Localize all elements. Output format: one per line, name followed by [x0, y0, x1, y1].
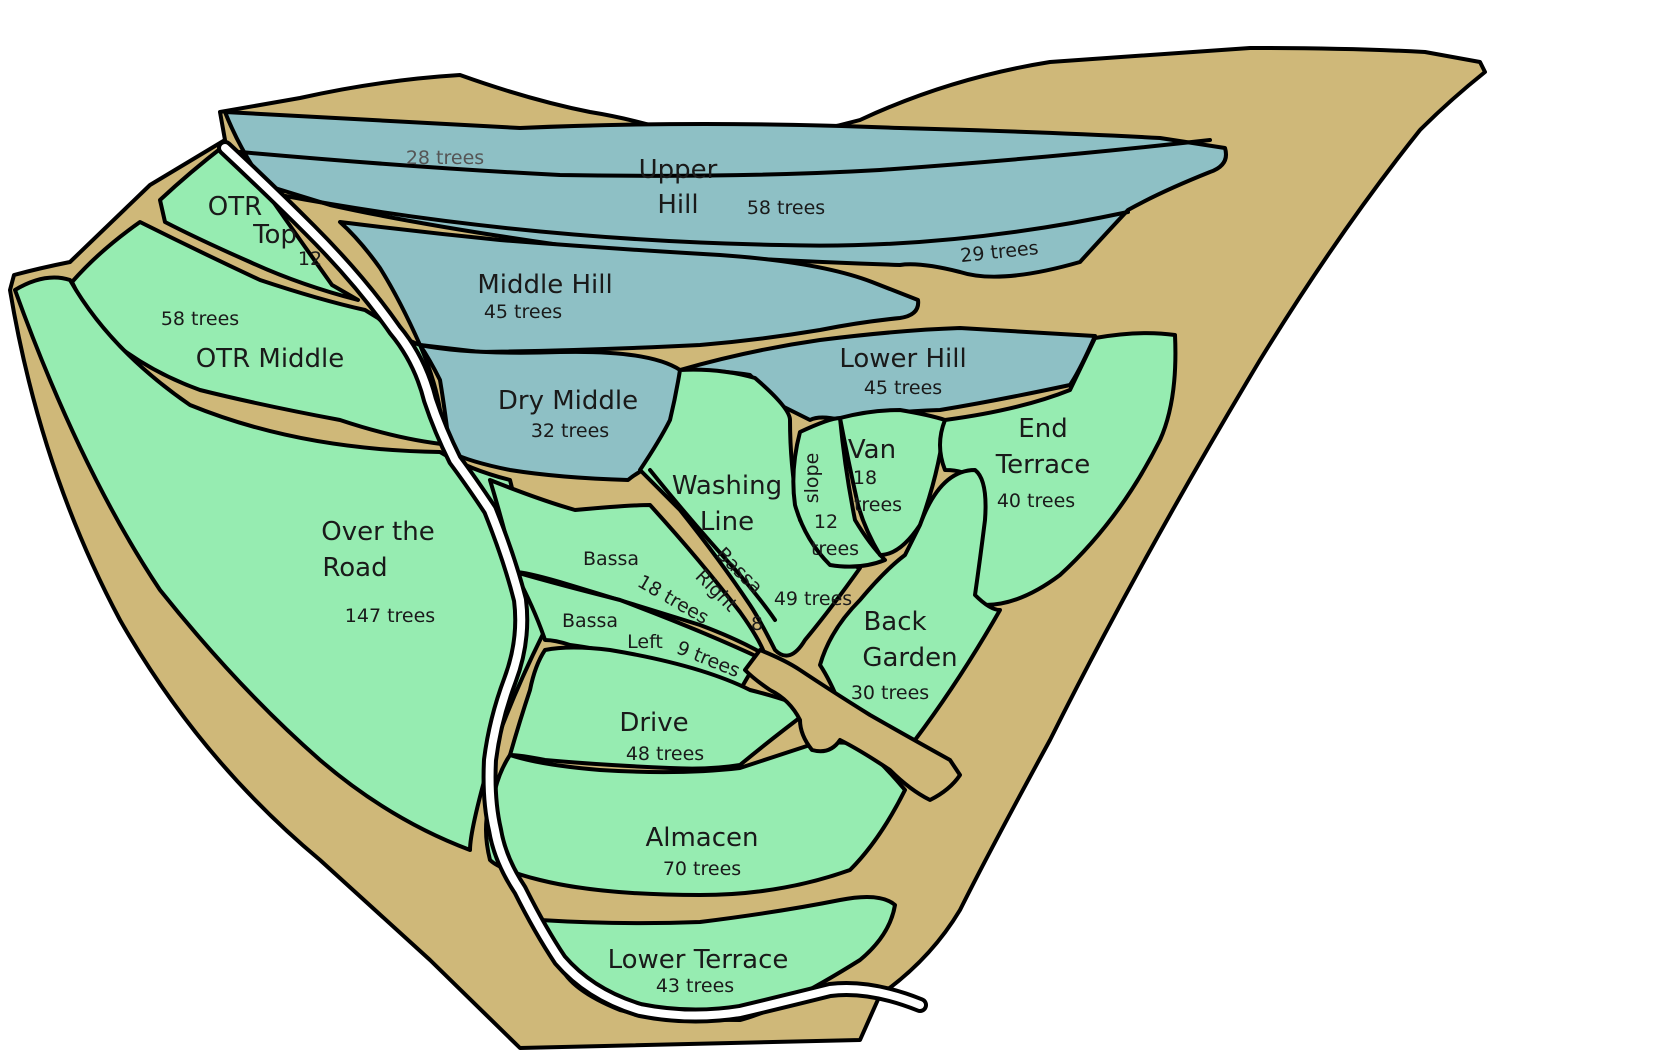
back-garden-name-1: Back: [863, 607, 926, 637]
zone-washing-line[interactable]: [638, 367, 862, 658]
end-terrace-name-2: Terrace: [995, 450, 1091, 480]
van-name: Van: [848, 435, 896, 465]
otr-top-trees: 12: [298, 248, 322, 270]
upper-hill-divider: [238, 138, 1212, 178]
over-the-road-name-1: Over the: [321, 517, 434, 547]
upper-hill-name-1: Upper: [639, 155, 718, 185]
zone-drive[interactable]: [508, 645, 812, 771]
almacen-trees: 70 trees: [663, 858, 741, 880]
otr-top-name-1: OTR: [208, 192, 262, 222]
zone-dry-middle[interactable]: [418, 343, 682, 482]
zone-over-the-road[interactable]: [13, 275, 547, 852]
ground-path: [743, 648, 962, 802]
lower-hill-name: Lower Hill: [839, 344, 966, 374]
back-garden-name-2: Garden: [862, 643, 957, 673]
over-the-road-name-2: Road: [322, 553, 387, 583]
slope-trees-1: 12: [814, 511, 838, 533]
slope-name: slope: [801, 453, 823, 504]
zone-back-garden[interactable]: [818, 468, 1002, 742]
back-garden-trees: 30 trees: [851, 682, 929, 704]
bassa-left-name-1: Bassa: [562, 610, 618, 632]
drive-name: Drive: [619, 708, 688, 738]
middle-hill-name: Middle Hill: [477, 270, 612, 300]
van-trees-2: trees: [854, 494, 902, 516]
end-terrace-name-1: End: [1018, 414, 1067, 444]
dry-middle-trees: 32 trees: [531, 420, 609, 442]
otr-middle-trees: 58 trees: [161, 308, 239, 330]
otr-middle-name: OTR Middle: [196, 344, 345, 374]
bassa-name: Bassa: [583, 548, 639, 570]
upper-hill-extra-label-1: 28 trees: [406, 147, 484, 169]
road-surface: [221, 144, 924, 1020]
washing-line-name-2: Line: [700, 507, 754, 537]
zone-middle-hill[interactable]: [338, 220, 921, 354]
middle-hill-trees: 45 trees: [484, 301, 562, 323]
zone-otr-top[interactable]: [158, 143, 360, 302]
bassa-divider: [648, 468, 777, 622]
upper-hill-name-2: Hill: [657, 190, 698, 220]
lower-hill-trees: 45 trees: [864, 377, 942, 399]
slope-trees-2: trees: [811, 538, 859, 560]
otr-top-name-2: Top: [252, 220, 297, 250]
bassa-right-trees: 8: [751, 613, 763, 635]
end-terrace-trees: 40 trees: [997, 490, 1075, 512]
upper-hill-divider-2: [278, 193, 1130, 248]
over-the-road-trees: 147 trees: [345, 605, 435, 627]
dry-middle-name: Dry Middle: [498, 386, 638, 416]
washing-line-trees: 49 trees: [774, 588, 852, 610]
van-trees-1: 18: [853, 467, 877, 489]
bassa-left-name-2: Left: [627, 631, 663, 653]
zone-almacen[interactable]: [484, 740, 907, 897]
almacen-name: Almacen: [645, 823, 758, 853]
drive-trees: 48 trees: [626, 743, 704, 765]
upper-hill-trees: 58 trees: [747, 197, 825, 219]
lower-terrace-trees: 43 trees: [656, 975, 734, 997]
lower-terrace-name: Lower Terrace: [608, 945, 789, 975]
washing-line-name-1: Washing: [672, 471, 782, 501]
